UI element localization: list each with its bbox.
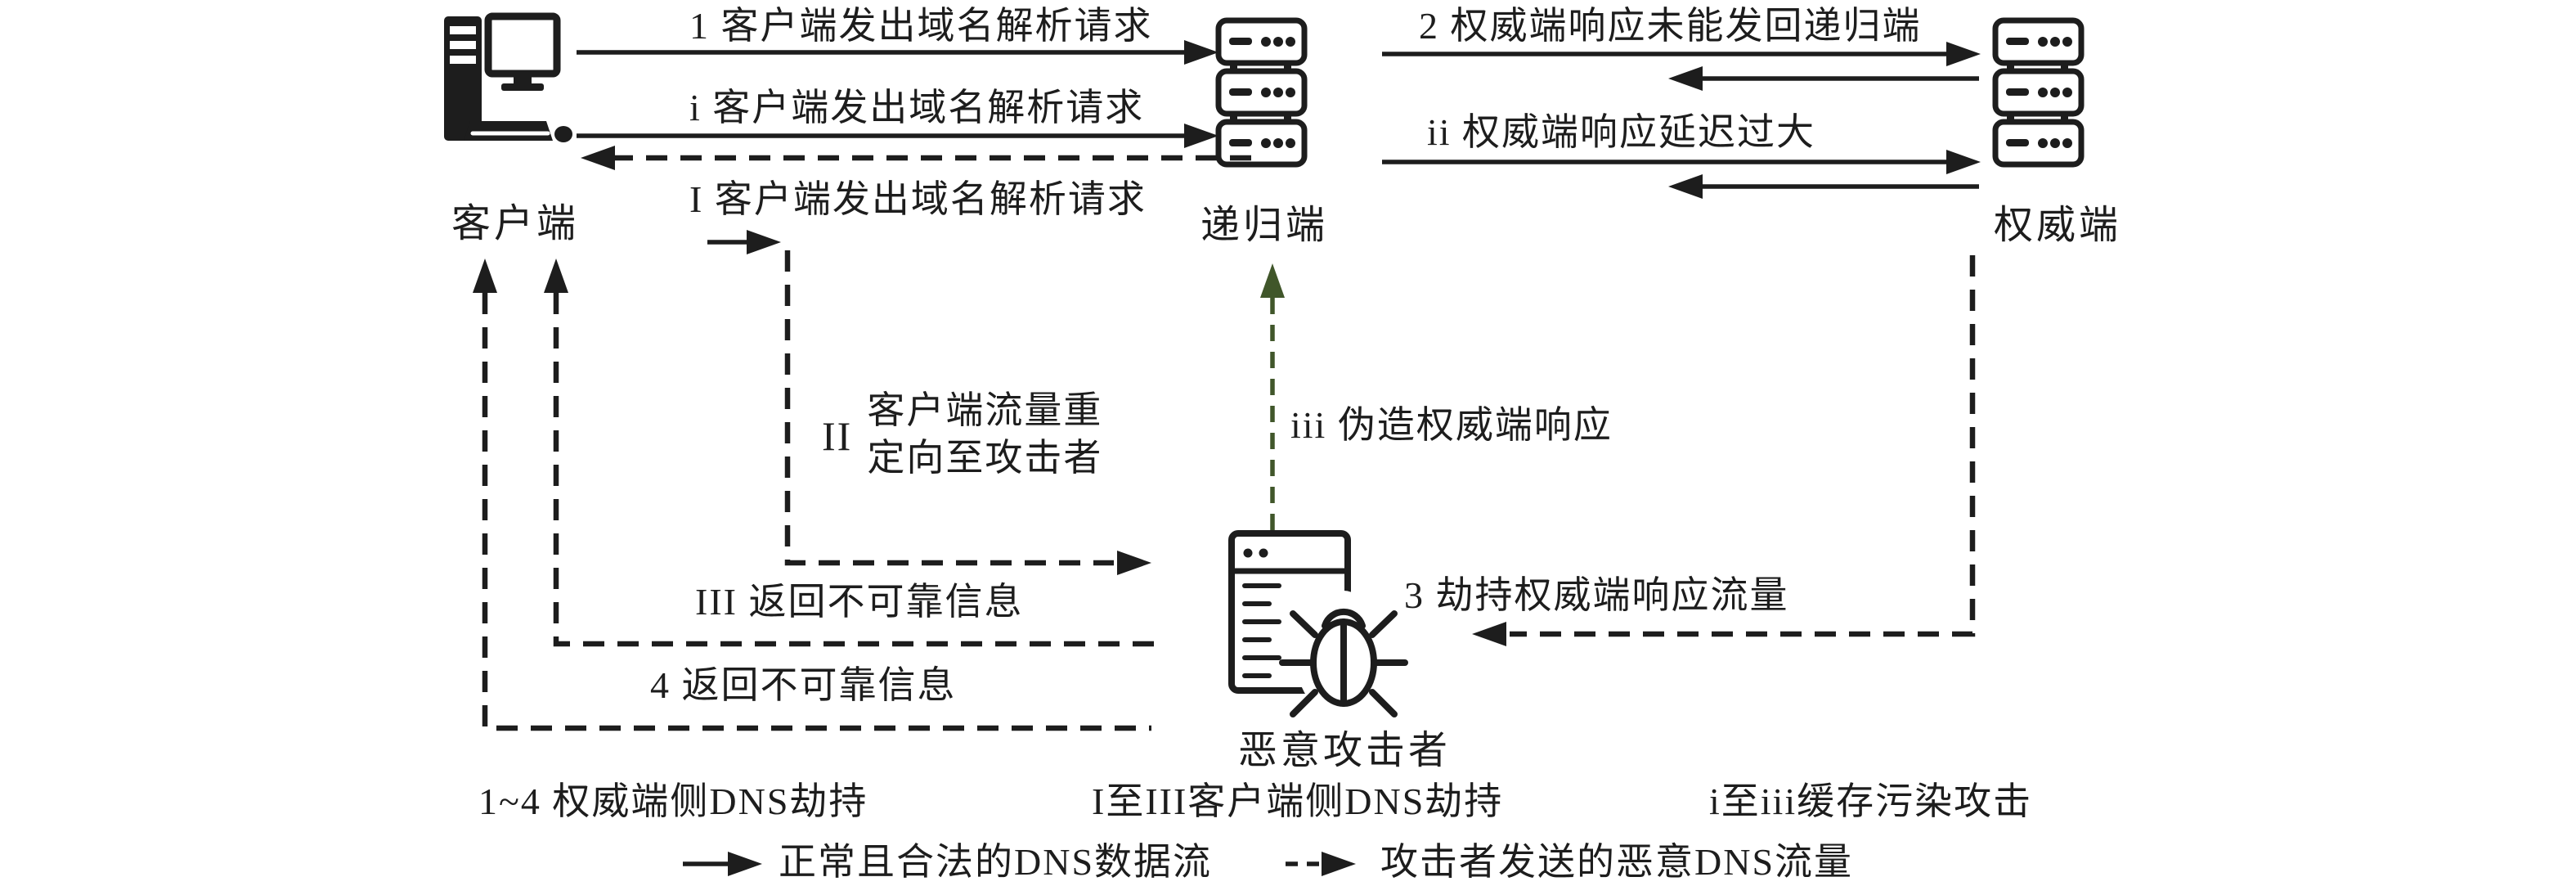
legend-auth-side: 1~4 权威端侧DNS劫持: [478, 780, 868, 822]
authoritative-label: 权威端: [1994, 204, 2122, 247]
client-computer-icon: [444, 12, 572, 142]
arrow-3-hijack-path: [1472, 255, 1976, 646]
legend-dashed-arrow-icon: [1286, 852, 1356, 876]
arrow-I-request: [707, 230, 781, 254]
flow-label-III: III 返回不可靠信息: [695, 581, 1024, 623]
attacker-label: 恶意攻击者: [1238, 729, 1452, 772]
arrow-i-poisoned-response: [581, 146, 1251, 170]
arrow-II-redirect-path: [784, 250, 1151, 575]
flow-label-I: I 客户端发出域名解析请求: [689, 178, 1147, 220]
legend-cache-poison: i至iii缓存污染攻击: [1709, 780, 2033, 822]
flow-label-1: 1 客户端发出域名解析请求: [689, 5, 1153, 47]
legend-malicious-flow: 攻击者发送的恶意DNS流量: [1380, 841, 1854, 883]
flow-label-4: 4 返回不可靠信息: [650, 664, 957, 706]
arrow-iii-forged-response: [1260, 263, 1285, 530]
arrow-ii-query-right: [1382, 150, 1981, 174]
flow-label-3: 3 劫持权威端响应流量: [1404, 574, 1789, 616]
flow-label-iii: iii 伪造权威端响应: [1290, 404, 1613, 446]
flow-label-i: i 客户端发出域名解析请求: [689, 87, 1145, 128]
flow-label-II-numeral: II: [822, 413, 853, 460]
authoritative-server-icon: [1992, 17, 2085, 168]
legend-client-side: I至III客户端侧DNS劫持: [1092, 780, 1504, 822]
recursive-server-icon: [1215, 17, 1308, 168]
arrow-2-query-right: [1382, 42, 1981, 66]
arrow-III-return-path: [544, 259, 1160, 647]
recursive-label: 递归端: [1200, 204, 1329, 247]
flow-label-II-line2: 定向至攻击者: [867, 437, 1103, 479]
legend-normal-flow: 正常且合法的DNS数据流: [779, 841, 1213, 883]
arrow-1-request: [577, 40, 1218, 65]
flow-label-II-line1: 客户端流量重: [867, 389, 1103, 431]
attacker-bug-icon: [1228, 530, 1408, 718]
arrow-ii-response-left: [1668, 174, 1979, 199]
flow-label-II: II 客户端流量重 定向至攻击者: [822, 389, 1102, 484]
arrow-i-request: [577, 124, 1218, 148]
arrow-4-return-path: [473, 259, 1151, 731]
client-label: 客户端: [451, 202, 580, 245]
arrow-2-response-left: [1668, 66, 1979, 91]
flow-label-2: 2 权威端响应未能发回递归端: [1419, 5, 1922, 47]
flow-label-ii: ii 权威端响应延迟过大: [1427, 111, 1816, 153]
legend-solid-arrow-icon: [683, 852, 762, 876]
